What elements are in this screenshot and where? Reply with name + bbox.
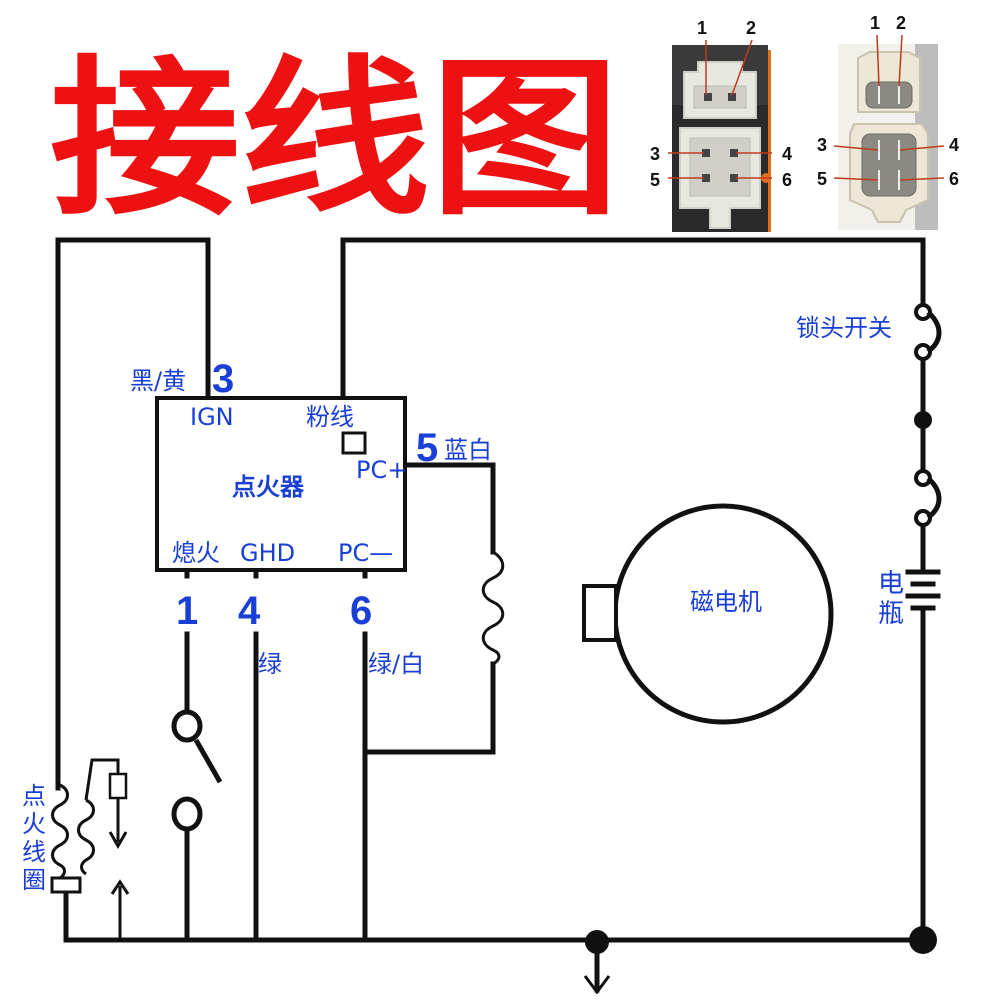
- ign-pin-number: 3: [212, 357, 234, 401]
- left-pin-2: 2: [746, 18, 756, 38]
- kill-switch: [171, 709, 223, 832]
- battery-label-2: 瓶: [878, 599, 904, 629]
- pcplus-pin-number: 5: [416, 426, 438, 470]
- coil-label-2: 火: [22, 810, 46, 838]
- right-pin-6: 6: [949, 169, 959, 189]
- ign-wire-color: 黑/黄: [130, 367, 186, 395]
- connector-photo-right: 1 2 3 4 5 6: [817, 13, 959, 230]
- cdi-pin-labels: 黑/黄 3 5 蓝白 1 4 绿 6 绿/白: [130, 357, 492, 678]
- right-pin-3: 3: [817, 135, 827, 155]
- coil-label-3: 线: [22, 838, 46, 866]
- cdi-ign-label: IGN: [190, 403, 234, 431]
- right-pin-4: 4: [949, 135, 959, 155]
- right-pin-5: 5: [817, 169, 827, 189]
- cdi-kill-label: 熄火: [172, 539, 220, 567]
- pickup-coil: [481, 550, 505, 666]
- battery-label-1: 电: [878, 569, 904, 599]
- battery: 电 瓶: [878, 569, 941, 629]
- left-pin-1: 1: [697, 18, 707, 38]
- ignition-coil: 点 火 线 圈: [22, 758, 130, 895]
- diagram-title: 接线图: [50, 41, 620, 239]
- kill-pin-number: 1: [176, 589, 198, 633]
- wires: [55, 237, 926, 995]
- left-pin-6: 6: [782, 170, 792, 190]
- left-pin-5: 5: [650, 170, 660, 190]
- cdi-pcminus-label: PC—: [338, 539, 393, 567]
- key-switch: 锁头开关: [796, 303, 942, 527]
- ground-junction-center: [585, 930, 609, 954]
- cdi-pcplus-label: PC+: [356, 456, 407, 484]
- key-switch-label: 锁头开关: [796, 314, 892, 342]
- right-pin-2: 2: [896, 13, 906, 33]
- pcminus-pin-number: 6: [350, 589, 372, 633]
- left-pin-3: 3: [650, 144, 660, 164]
- ground-junction-right: [909, 926, 937, 954]
- coil-label-4: 圈: [22, 866, 46, 894]
- connector-photo-left: 1 2 3 4 5 6: [650, 18, 792, 232]
- left-pin-4: 4: [782, 144, 792, 164]
- right-pin-1: 1: [870, 13, 880, 33]
- cdi-unit: 点火器 IGN 粉线 PC+ 熄火 GHD PC—: [155, 396, 407, 572]
- cdi-ghd-label: GHD: [240, 539, 295, 567]
- ghd-pin-number: 4: [238, 589, 261, 633]
- pcplus-wire-color: 蓝白: [444, 436, 492, 464]
- cdi-name: 点火器: [232, 473, 305, 501]
- coil-label-1: 点: [22, 782, 46, 810]
- cdi-pink-label: 粉线: [306, 403, 354, 431]
- pcminus-wire-color: 绿/白: [368, 650, 424, 678]
- magneto: 磁电机: [582, 503, 834, 725]
- magneto-label: 磁电机: [690, 588, 762, 616]
- ghd-wire-color: 绿: [258, 650, 282, 678]
